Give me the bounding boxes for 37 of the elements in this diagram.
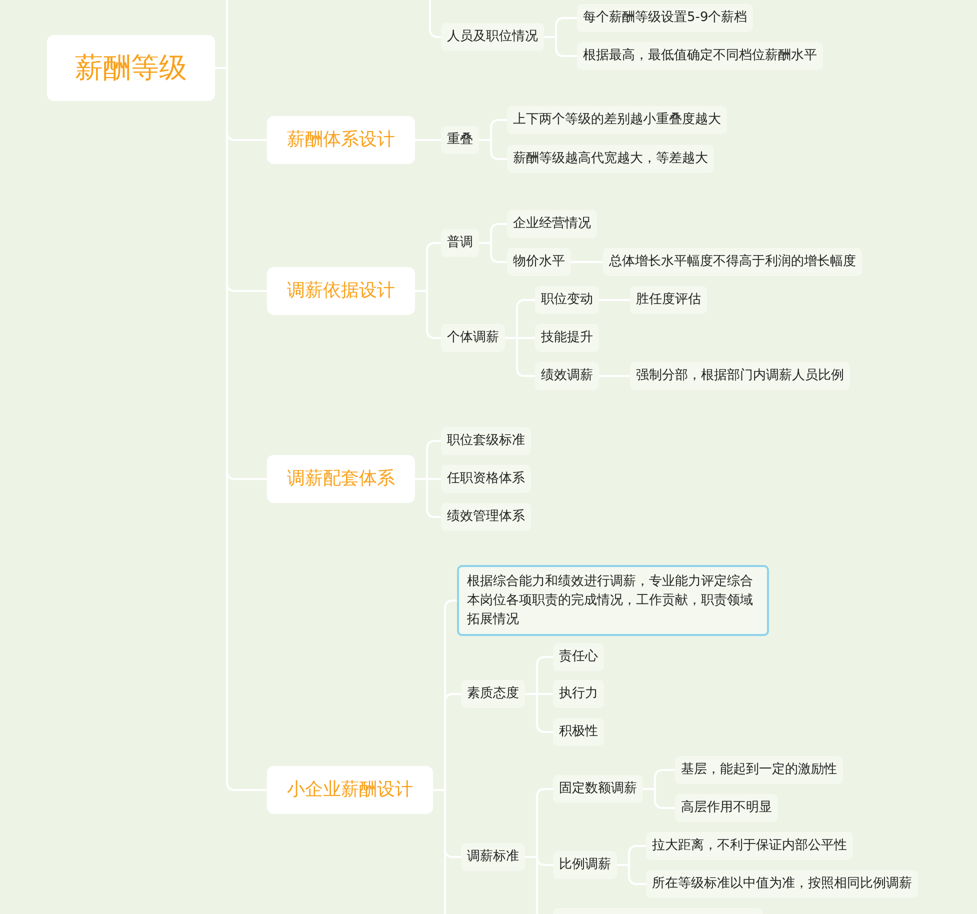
subtopic-box: 积极性 — [553, 718, 604, 746]
subtopic-box: 固定数额调薪 — [553, 775, 643, 803]
subtopic-box: 技能提升 — [535, 324, 599, 352]
main-topic-box: 薪酬体系设计 — [267, 116, 415, 164]
subtopic-box: 所在等级标准以中值为准，按照相同比例调薪 — [646, 870, 918, 898]
subtopic-box: 企业经营情况 — [507, 210, 597, 238]
subtopic-box: 总体增长水平幅度不得高于利润的增长幅度 — [603, 248, 862, 276]
subtopic-box: 责任心 — [553, 643, 604, 671]
central-topic-box: 薪酬等级 — [47, 35, 215, 101]
main-topic-box: 调薪依据设计 — [267, 267, 415, 315]
subtopic-box: 胜任度评估 — [630, 286, 707, 314]
subtopic-box: 执行力 — [553, 680, 604, 708]
subtopic-box: 职位套级标准 — [441, 427, 531, 455]
main-topic-box: 调薪配套体系 — [267, 455, 415, 503]
subtopic-box: 比例调薪 — [553, 851, 617, 879]
subtopic-box: 普调 — [441, 229, 479, 257]
subtopic-box: 强制分部，根据部门内调薪人员比例 — [630, 362, 850, 390]
subtopic-box: 物价水平 — [507, 248, 571, 276]
main-topic-box: 小企业薪酬设计 — [267, 766, 433, 814]
subtopic-box: 重叠 — [441, 126, 479, 154]
subtopic-box: 绩效调薪 — [535, 362, 599, 390]
note-box: 根据综合能力和绩效进行调薪，专业能力评定综合本岗位各项职责的完成情况，工作贡献，职责领域拓展情况 — [457, 564, 769, 636]
subtopic-box: 每个薪酬等级设置5-9个薪档 — [577, 4, 754, 32]
subtopic-box: 调薪标准 — [461, 843, 525, 871]
subtopic-box: 上下两个等级的差别越小重叠度越大 — [507, 106, 727, 134]
subtopic-box: 高层作用不明显 — [675, 794, 778, 822]
subtopic-box: 根据最高，最低值确定不同档位薪酬水平 — [577, 42, 823, 70]
subtopic-box: 拉大距离，不利于保证内部公平性 — [646, 832, 853, 860]
subtopic-box: 个体调薪 — [441, 324, 505, 352]
subtopic-box: 任职资格体系 — [441, 465, 531, 493]
subtopic-box: 职位变动 — [535, 286, 599, 314]
subtopic-box: 薪酬等级越高代宽越大，等差越大 — [507, 145, 714, 173]
subtopic-box: 人员及职位情况 — [441, 23, 544, 51]
subtopic-box: 素质态度 — [461, 680, 525, 708]
subtopic-box: 绩效管理体系 — [441, 503, 531, 531]
connector-line — [429, 0, 441, 38]
subtopic-box: 基层，能起到一定的激励性 — [675, 756, 843, 784]
